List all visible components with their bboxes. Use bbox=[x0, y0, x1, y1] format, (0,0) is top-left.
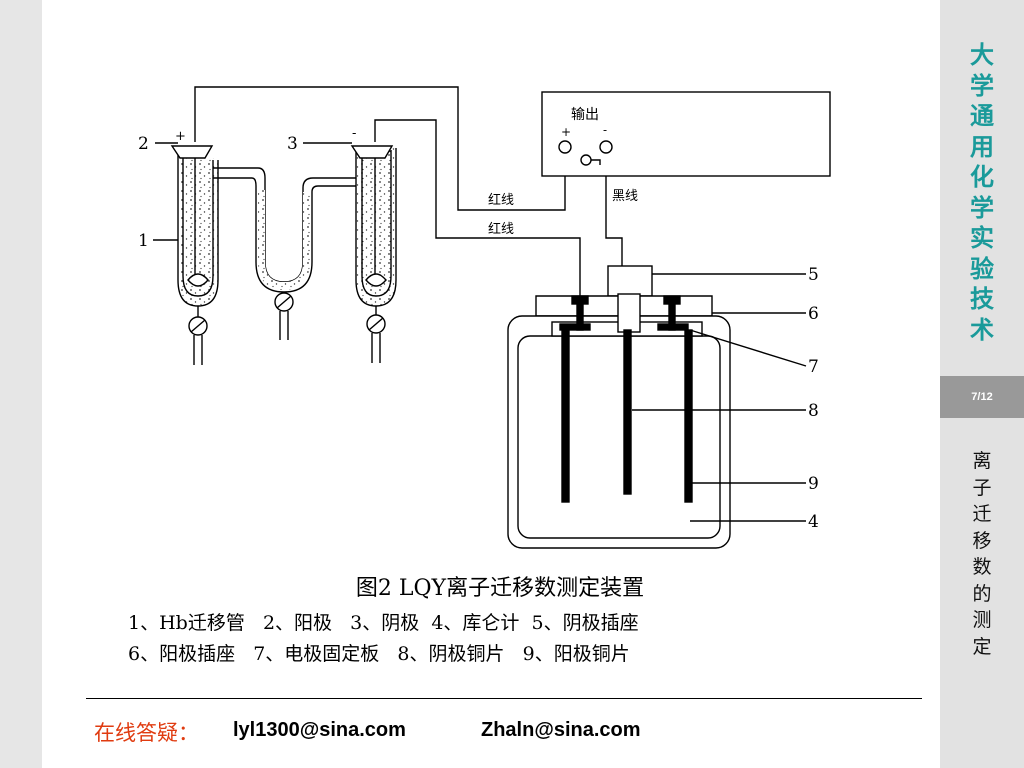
middle-u-tube bbox=[213, 167, 356, 340]
label-minus-cathode: - bbox=[352, 126, 356, 141]
label-8: 8 bbox=[808, 401, 819, 421]
section-title-char: 的 bbox=[972, 582, 992, 605]
footer-divider bbox=[86, 698, 922, 699]
label-plus-anode: + bbox=[175, 129, 186, 144]
course-title-char: 验 bbox=[970, 253, 994, 283]
section-title-char: 离 bbox=[972, 450, 992, 472]
label-9: 9 bbox=[808, 474, 819, 494]
label-red-wire-2: 红线 bbox=[488, 221, 514, 237]
coulometer bbox=[507, 265, 731, 549]
course-title: 大学通用化学实验技术 bbox=[940, 40, 1024, 345]
legend-line-1: 1、Hb迁移管 2、阳极 3、阴极 4、库仑计 5、阴极插座 bbox=[128, 612, 639, 634]
output-plus-terminal bbox=[558, 140, 572, 154]
course-title-char: 大 bbox=[970, 40, 994, 69]
footer-email-2[interactable]: Zhaln@sina.com bbox=[481, 719, 641, 741]
label-1: 1 bbox=[138, 231, 149, 251]
course-title-char: 学 bbox=[970, 70, 994, 100]
legend-line-2: 6、阳极插座 7、电极固定板 8、阴极铜片 9、阳极铜片 bbox=[128, 643, 630, 665]
section-title-char: 移 bbox=[972, 529, 992, 552]
right-sidebar: 大学通用化学实验技术 7/12 离子迁移数的测定 bbox=[940, 0, 1024, 768]
label-2: 2 bbox=[138, 134, 149, 154]
footer-label: 在线答疑： bbox=[94, 721, 199, 745]
label-red-wire-1: 红线 bbox=[488, 192, 514, 208]
label-5: 5 bbox=[808, 265, 819, 285]
section-title-char: 迁 bbox=[972, 503, 992, 525]
figure-caption-title: 图2 LQY离子迁移数测定装置 bbox=[355, 576, 645, 601]
course-title-char: 实 bbox=[970, 223, 994, 252]
footer-email-1[interactable]: lyl1300@sina.com bbox=[233, 719, 406, 741]
label-7: 7 bbox=[808, 357, 819, 377]
section-title-char: 定 bbox=[972, 635, 992, 658]
label-output: 输出 bbox=[571, 107, 599, 123]
label-3: 3 bbox=[287, 134, 298, 154]
course-title-char: 通 bbox=[970, 101, 994, 130]
label-6: 6 bbox=[808, 304, 819, 324]
course-title-char: 技 bbox=[970, 284, 994, 313]
label-output-minus: - bbox=[603, 123, 607, 137]
section-title-char: 子 bbox=[972, 476, 992, 499]
section-title-char: 数 bbox=[972, 556, 992, 578]
output-minus-terminal bbox=[599, 140, 613, 154]
wire-black bbox=[605, 152, 623, 266]
cathode-tube bbox=[350, 145, 397, 363]
apparatus-diagram: 2 1 3 + - 输出 + - 红线 红线 黑线 5 6 7 8 9 4 bbox=[138, 86, 831, 549]
course-title-char: 术 bbox=[970, 314, 994, 344]
course-title-char: 化 bbox=[970, 162, 994, 191]
page-indicator[interactable]: 7/12 bbox=[940, 376, 1024, 418]
left-margin-bar bbox=[0, 0, 42, 768]
section-title-char: 测 bbox=[972, 609, 992, 631]
section-title: 离子迁移数的测定 bbox=[940, 448, 1024, 660]
anode-tube bbox=[170, 145, 219, 365]
wire-anode bbox=[194, 86, 566, 211]
course-title-char: 用 bbox=[970, 131, 994, 161]
wire-cathode bbox=[374, 119, 581, 296]
output-switch bbox=[580, 154, 592, 166]
course-title-char: 学 bbox=[970, 192, 994, 222]
label-4: 4 bbox=[808, 512, 819, 532]
label-output-plus: + bbox=[561, 125, 571, 139]
label-black-wire: 黑线 bbox=[612, 189, 638, 204]
